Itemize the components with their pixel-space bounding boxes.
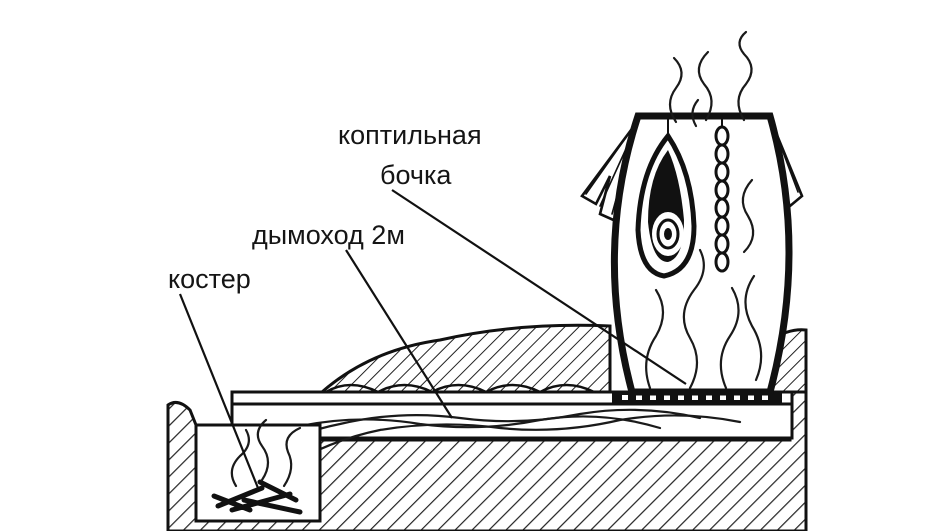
- chimney-channel: [230, 383, 794, 472]
- sausage-icon: [714, 118, 730, 273]
- label-smoking-barrel-line1: коптильная: [338, 120, 482, 150]
- campfire-logs: [211, 479, 303, 515]
- label-chimney: дымоход 2м: [252, 220, 405, 250]
- leader-lines: [178, 189, 687, 489]
- leader-campfire: [178, 293, 260, 489]
- label-campfire: костер: [168, 264, 251, 294]
- label-smoking-barrel-line2: бочка: [380, 160, 452, 190]
- labels: коптильная бочка дымоход 2м костер: [168, 120, 482, 294]
- campfire: [194, 418, 322, 523]
- smoking-barrel: [580, 30, 804, 396]
- leader-smoking-barrel: [391, 189, 687, 385]
- leader-chimney: [345, 249, 453, 419]
- ham-icon: [635, 118, 697, 279]
- chimney-mound: [318, 323, 612, 394]
